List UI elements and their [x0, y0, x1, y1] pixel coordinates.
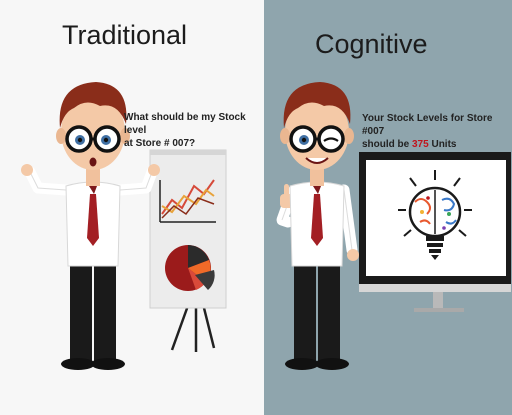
- man-cognitive: [276, 82, 359, 370]
- brain-lightbulb-icon: [398, 170, 472, 260]
- line-chart-icon: [159, 179, 216, 223]
- monitor: [359, 152, 511, 312]
- answer-prefix: should be: [362, 139, 412, 150]
- pie-chart-icon: [165, 245, 215, 291]
- flipchart-easel: [149, 149, 227, 352]
- traditional-heading: Traditional: [62, 20, 188, 50]
- traditional-question: What should be my Stock level at Store #…: [124, 111, 264, 150]
- cognitive-heading: Cognitive: [315, 29, 428, 59]
- answer-line-2: should be 375 Units: [362, 138, 512, 151]
- answer-suffix: Units: [428, 139, 457, 150]
- man-traditional: [21, 82, 160, 370]
- answer-line-1: Your Stock Levels for Store #007: [362, 113, 493, 137]
- cognitive-answer: Your Stock Levels for Store #007 should …: [362, 112, 512, 151]
- question-line-2: at Store # 007?: [124, 138, 196, 149]
- question-line-1: What should be my Stock level: [124, 112, 246, 136]
- stock-value: 375: [412, 139, 429, 150]
